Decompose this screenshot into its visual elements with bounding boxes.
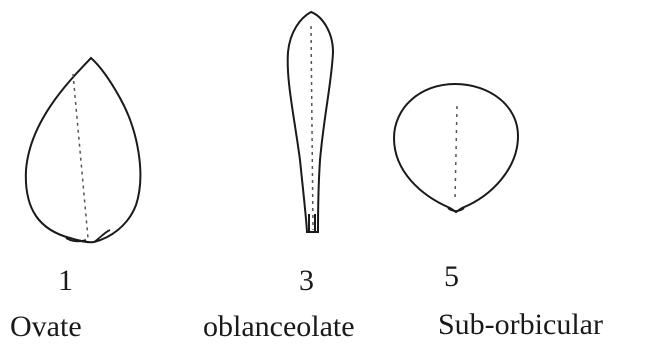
ovate-leaf	[24, 56, 142, 244]
suborbicular-number: 5	[444, 260, 459, 293]
ovate-label: Ovate	[10, 310, 82, 343]
oblanceolate-leaf-midrib	[310, 25, 314, 231]
suborbicular-label: Sub-orbicular	[438, 308, 603, 341]
suborbicular-leaf-base	[447, 207, 465, 212]
oblanceolate-leaf-outline	[286, 10, 335, 233]
ovate-leaf-petiole	[65, 229, 111, 243]
oblanceolate-number: 3	[299, 264, 314, 297]
suborbicular-leaf-midrib	[454, 105, 458, 201]
oblanceolate-leaf	[286, 10, 335, 233]
ovate-number: 1	[58, 264, 73, 297]
suborbicular-leaf-outline	[392, 82, 520, 214]
suborbicular-leaf	[392, 82, 520, 214]
ovate-leaf-outline	[24, 56, 142, 244]
oblanceolate-label: oblanceolate	[203, 310, 355, 343]
ovate-leaf-midrib	[72, 73, 89, 239]
